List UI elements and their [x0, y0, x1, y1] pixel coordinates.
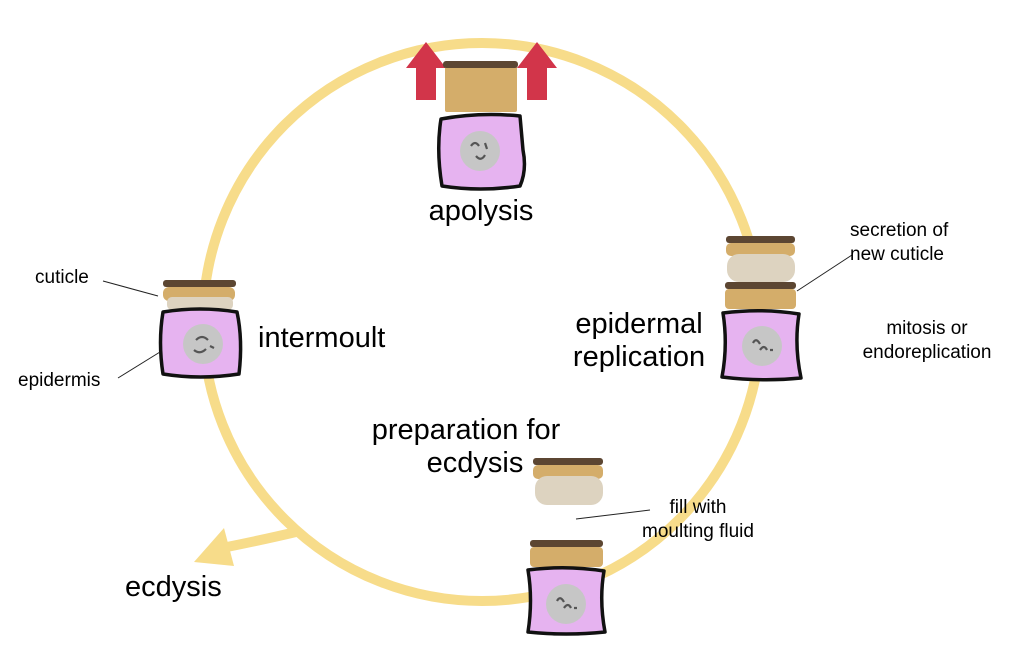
red-up-arrow-right-icon: [517, 42, 557, 100]
intermoult-cuticle-top-band: [163, 280, 236, 287]
cuticle-annotation: cuticle: [35, 267, 89, 288]
intermoult-beige-layer: [167, 297, 233, 310]
bottom-cuticle-top-band: [530, 540, 603, 547]
fill-line-1: fill with: [669, 497, 727, 518]
ecdysis-arrowhead-icon: [194, 528, 234, 566]
bottom-chromosomes: [556, 597, 577, 610]
ecdysis-exit-path: [217, 527, 301, 553]
secretion-line-2: new cuticle: [850, 244, 944, 265]
secretion-annotation: secretion of new cuticle: [850, 219, 948, 267]
intermoult-chromosomes: [193, 335, 215, 354]
detached-cuticle-unit: [533, 458, 603, 505]
intermoult-unit: [158, 280, 243, 379]
apolysis-nucleus: [460, 131, 500, 171]
replication-nucleus: [742, 326, 782, 366]
preparation-for-ecdysis-label: preparation for ecdysis: [358, 414, 574, 480]
red-up-arrow-left-icon: [406, 42, 446, 100]
apolysis-label: apolysis: [428, 195, 534, 227]
fill-annotation: fill with moulting fluid: [628, 496, 768, 544]
apolysis-unit: [406, 42, 557, 191]
detached-beige-layer: [535, 476, 603, 505]
secretion-pointer-line: [796, 254, 853, 292]
fill-line-2: moulting fluid: [642, 521, 754, 542]
epidermal-replication-label: epidermal replication: [560, 308, 718, 374]
apolysis-chromosomes: [470, 141, 489, 160]
intermoult-nucleus: [183, 324, 223, 364]
mitosis-annotation: mitosis or endoreplication: [846, 317, 1008, 365]
apolysis-cuticle-top-band: [443, 61, 518, 68]
mitosis-line-2: endoreplication: [862, 342, 992, 363]
intermoult-label: intermoult: [258, 322, 386, 354]
bottom-unit: [526, 540, 607, 636]
replication-old-beige-layer: [727, 254, 795, 282]
bottom-cuticle-layer: [530, 547, 603, 567]
epidermis-annotation: epidermis: [18, 370, 101, 391]
replication-new-cuticle-layer: [725, 289, 796, 309]
preparation-line-2: ecdysis: [426, 447, 524, 479]
replication-chromosomes: [752, 339, 773, 352]
fill-pointer-line: [575, 509, 651, 520]
epidermal-replication-line-2: replication: [572, 341, 706, 373]
preparation-line-1: preparation for: [371, 414, 561, 446]
detached-cuticle-top-band: [533, 458, 603, 465]
ecdysis-label: ecdysis: [125, 571, 222, 603]
detached-cuticle-layer: [533, 465, 603, 479]
replication-old-cuticle-top-band: [726, 236, 795, 243]
apolysis-cuticle-layer: [445, 66, 517, 112]
mitosis-line-1: mitosis or: [886, 318, 968, 339]
cuticle-pointer-line: [102, 280, 159, 297]
epidermal-replication-line-1: epidermal: [575, 308, 703, 340]
bottom-nucleus: [546, 584, 586, 624]
epidermis-pointer-line: [117, 351, 161, 379]
replication-old-cuticle-layer: [726, 243, 795, 256]
epidermal-replication-unit: [720, 236, 803, 382]
replication-new-cuticle-top-band: [725, 282, 796, 289]
secretion-line-1: secretion of: [850, 220, 949, 241]
